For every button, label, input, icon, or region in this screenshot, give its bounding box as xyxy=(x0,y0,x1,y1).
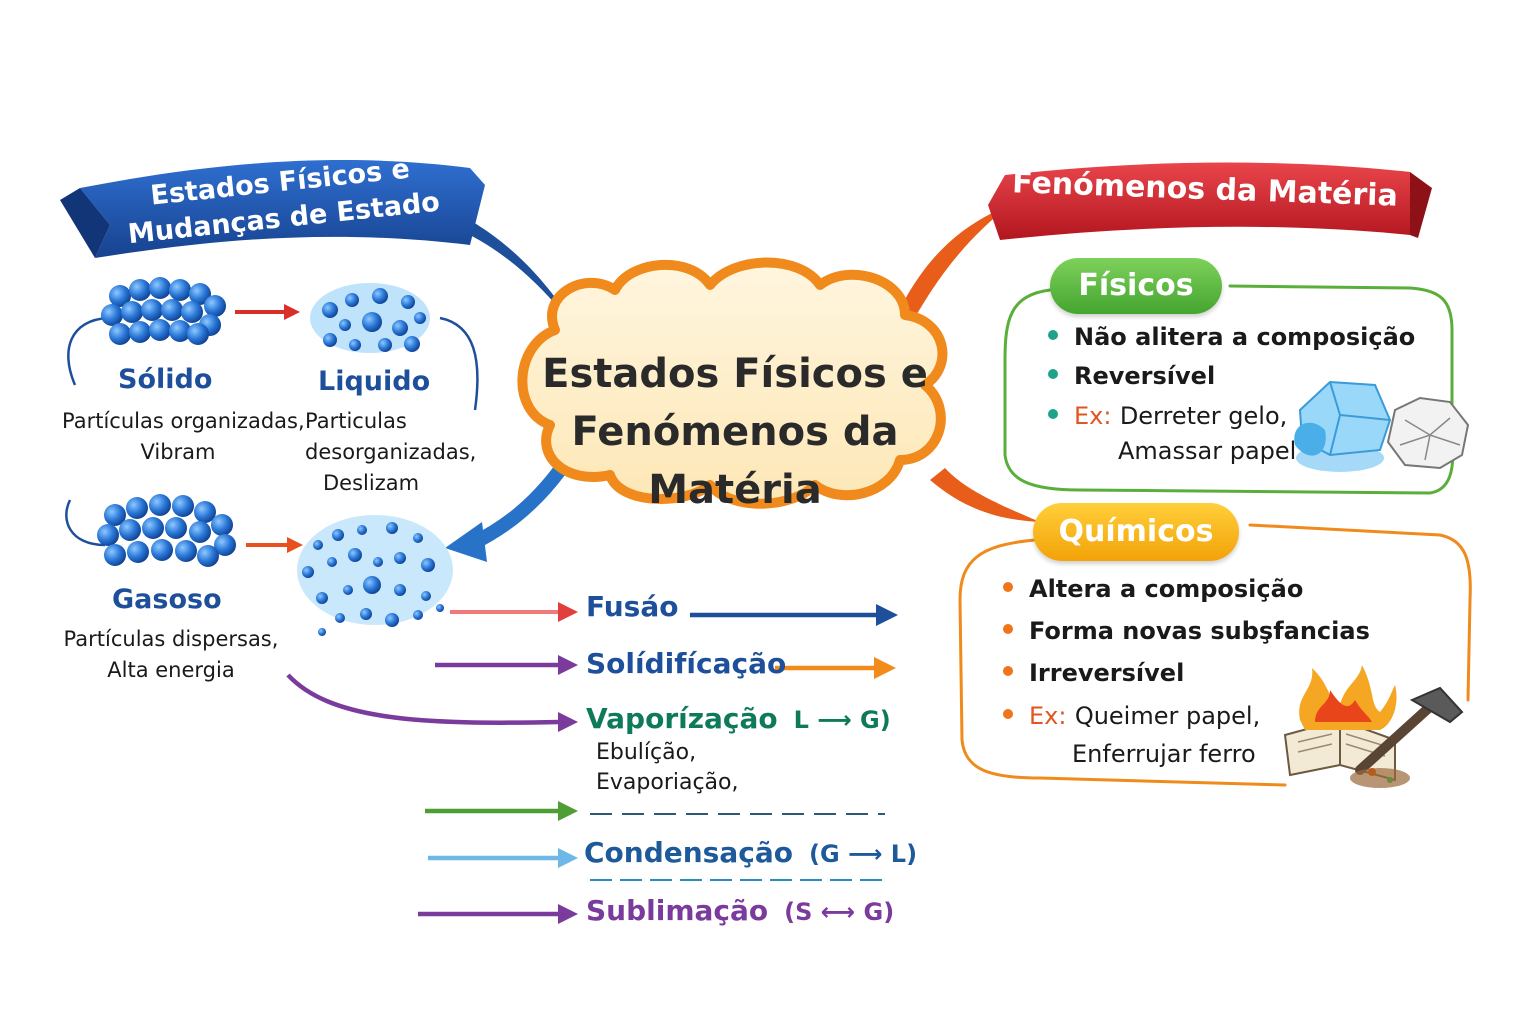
gas-particles-icon xyxy=(97,494,236,567)
solid-particles-icon xyxy=(101,277,226,345)
process-solidificacao: Solídifícação xyxy=(586,647,787,680)
quimicos-example: Ex: Queimer papel, xyxy=(1003,702,1260,730)
center-cloud xyxy=(517,257,948,509)
solid-liquid-bracket xyxy=(67,316,109,386)
vaporizacao-sub1: Ebulíção, xyxy=(596,740,697,765)
quimicos-item-2: Forma novas subşfancias xyxy=(1003,617,1370,645)
bullet-icon xyxy=(1048,409,1058,419)
quimicos-item-3: Irreversível xyxy=(1003,659,1184,687)
quimicos-ex-label: Ex: xyxy=(1029,702,1067,730)
quimicos-item-1-text: Altera a composição xyxy=(1029,575,1304,603)
bullet-icon xyxy=(1003,624,1013,634)
process-sublimacao-label: Sublimação xyxy=(586,894,769,927)
fisicos-example-2: Amassar papel xyxy=(1118,437,1296,465)
process-arrows xyxy=(286,602,898,924)
burning-book-icon xyxy=(1283,665,1397,782)
state-desc-solido: Partículas organizadas, Vibram xyxy=(62,406,305,468)
process-vaporizacao-label: Vaporízação xyxy=(586,702,778,735)
bullet-icon xyxy=(1048,369,1058,379)
state-desc-gasoso-line2: Alta energia xyxy=(107,658,235,682)
center-title-line1: Estados Físicos e xyxy=(542,351,928,397)
fisicos-item-1: Não alitera a composição xyxy=(1048,323,1415,351)
state-desc-liquido: Particulas desorganizadas, Deslizam xyxy=(305,406,477,499)
bullet-icon xyxy=(1003,666,1013,676)
vaporizacao-sub2: Evaporiação, xyxy=(596,770,739,795)
fisicos-ex-label: Ex: xyxy=(1074,402,1112,430)
dispersed-particles-icon xyxy=(297,515,453,636)
center-title: Estados Físicos e Fenómenos da Matéria xyxy=(530,345,940,519)
liquid-particles-icon xyxy=(310,283,430,353)
left-banner-shape xyxy=(60,160,485,258)
quimicos-item-1: Altera a composição xyxy=(1003,575,1303,603)
state-name-solido: Sólido xyxy=(118,364,213,395)
fisicos-box xyxy=(1003,284,1455,495)
ice-cube-icon xyxy=(1294,380,1392,472)
quimicos-ex1: Queimer papel, xyxy=(1074,702,1261,730)
state-desc-solido-line1: Partículas organizadas, xyxy=(62,409,305,433)
vaporizacao-subtypes: Ebulíção, Evaporiação, xyxy=(596,738,739,798)
center-title-line2: Fenómenos da Matéria xyxy=(571,409,899,513)
process-sublimacao: Sublimação (S ⟷ G) xyxy=(586,894,894,927)
quimicos-title: Químicos xyxy=(1033,503,1239,561)
state-desc-gasoso-line1: Partículas dispersas, xyxy=(63,627,279,651)
fisicos-example: Ex: Derreter gelo, xyxy=(1048,402,1287,430)
crumpled-paper-icon xyxy=(1386,396,1470,470)
rusty-hammer-icon xyxy=(1350,686,1464,788)
quimicos-example-2: Enferrujar ferro xyxy=(1072,740,1256,768)
fisicos-item-2-text: Reversível xyxy=(1074,362,1216,390)
process-condensacao-formula: (G ⟶ L) xyxy=(808,840,918,868)
quimicos-item-3-text: Irreversível xyxy=(1029,659,1185,687)
bullet-icon xyxy=(1003,709,1013,719)
process-condensacao: Condensação (G ⟶ L) xyxy=(584,836,917,869)
fisicos-ex1: Derreter gelo, xyxy=(1119,402,1288,430)
process-sublimacao-formula: (S ⟷ G) xyxy=(784,898,895,926)
right-connector-bottom xyxy=(930,468,1040,522)
fisicos-item-1-text: Não alitera a composição xyxy=(1074,323,1416,351)
process-condensacao-label: Condensação xyxy=(584,836,793,869)
quimicos-item-2-text: Forma novas subşfancias xyxy=(1029,617,1370,645)
right-connector-top xyxy=(890,205,1010,335)
fisicos-ex2: Amassar papel xyxy=(1118,437,1297,465)
state-name-liquido: Liquido xyxy=(318,366,431,397)
process-vaporizacao-formula: L ⟶ G) xyxy=(793,706,891,734)
quimicos-ex2: Enferrujar ferro xyxy=(1072,740,1256,768)
right-banner-shape xyxy=(988,162,1432,240)
state-desc-liquido-line1: Particulas xyxy=(305,409,407,433)
state-desc-solido-line2: Vibram xyxy=(140,440,216,464)
fisicos-title: Físicos xyxy=(1050,258,1222,314)
process-vaporizacao: Vaporízação L ⟶ G) xyxy=(586,702,891,735)
state-desc-gasoso: Partículas dispersas, Alta energia xyxy=(60,624,282,686)
bullet-icon xyxy=(1048,330,1058,340)
fisicos-item-2: Reversível xyxy=(1048,362,1215,390)
state-desc-liquido-line2: desorganizadas, xyxy=(305,440,477,464)
bullet-icon xyxy=(1003,582,1013,592)
state-name-gasoso: Gasoso xyxy=(112,584,222,615)
quimicos-box xyxy=(958,523,1472,787)
process-fusao: Fusáo xyxy=(586,590,679,623)
state-desc-liquido-line3: Deslizam xyxy=(323,471,420,495)
